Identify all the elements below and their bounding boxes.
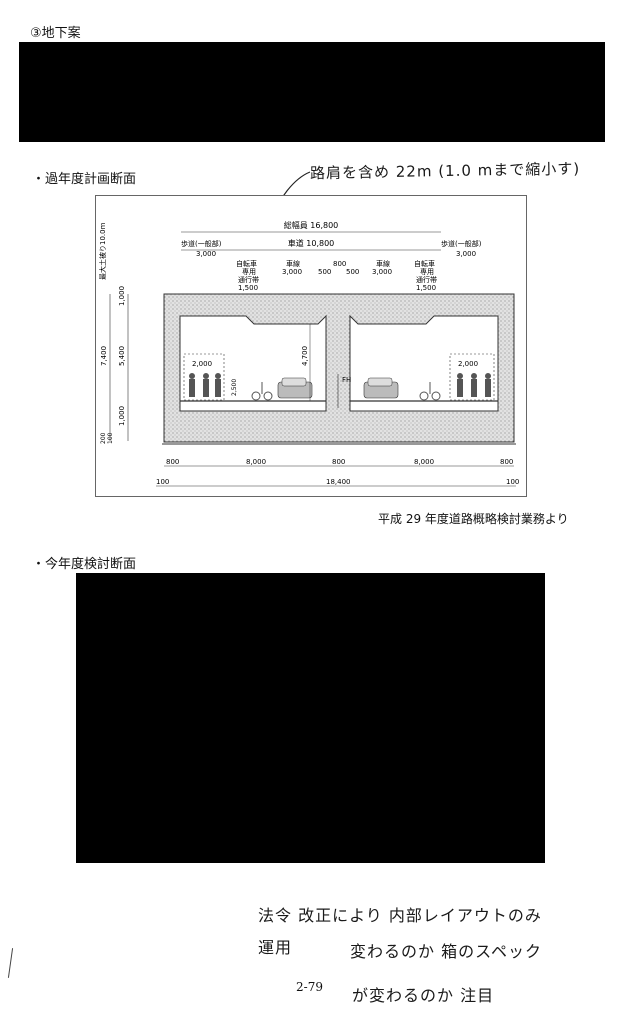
bottom-left-wall: 800 xyxy=(166,458,179,466)
sidewalk-left-label: 歩道(一般部) xyxy=(181,239,222,248)
source-caption: 平成 29 年度道路概略検討業務より xyxy=(378,512,569,526)
walk-height-left: 2,000 xyxy=(192,360,212,368)
handwritten-note-line1: 法令 改正により 内部レイアウトのみ xyxy=(258,906,542,925)
dim-base2: 100 xyxy=(107,432,114,444)
total-width-label: 総幅員 16,800 xyxy=(284,220,339,230)
lane-right-label: 車線 xyxy=(376,259,390,268)
bottom-right-wall: 800 xyxy=(500,458,513,466)
current-section-label: ・今年度検討断面 xyxy=(32,557,137,572)
bottom-center-wall: 800 xyxy=(332,458,345,466)
bottom-right-cell: 8,000 xyxy=(414,458,434,466)
inner-height: 4,700 xyxy=(301,346,309,366)
walk-height-right: 2,000 xyxy=(458,360,478,368)
car-left xyxy=(277,377,313,399)
cross-section-svg: 総幅員 16,800 車道 10,800 歩道(一般部) 3,000 歩道(一般… xyxy=(98,220,519,487)
dim-top: 1,000 xyxy=(118,286,126,306)
redacted-block-top xyxy=(19,42,605,142)
lane-left-label: 車線 xyxy=(286,259,300,268)
past-section-label: ・過年度計画断面 xyxy=(32,172,137,187)
roadway-label: 車道 10,800 xyxy=(288,238,335,248)
bike-left-value: 1,500 xyxy=(238,284,258,292)
bike-right-sub2: 通行帯 xyxy=(416,275,437,284)
sidewalk-right-value: 3,000 xyxy=(456,250,476,258)
handwritten-note-line2: 変わるのか 箱のスペック xyxy=(350,942,542,961)
bottom-right-edge: 100 xyxy=(506,478,519,486)
median-value: 800 xyxy=(333,260,346,268)
lane-left-value: 3,000 xyxy=(282,268,302,276)
shoulder-left-value: 500 xyxy=(318,268,331,276)
shoulder-right-value: 500 xyxy=(346,268,359,276)
bike-right-value: 1,500 xyxy=(416,284,436,292)
section-heading: ③地下案 xyxy=(30,26,81,41)
dim-total: 7,400 xyxy=(100,346,108,366)
cyclist-right xyxy=(419,382,441,401)
right-sidewalk-envelope xyxy=(449,353,495,401)
dim-base: 200 xyxy=(100,432,107,444)
fh-label: FH xyxy=(342,376,351,384)
bike-left-sub2: 通行帯 xyxy=(238,275,259,284)
bottom-left-cell: 8,000 xyxy=(246,458,266,466)
redacted-block-diagram xyxy=(76,573,545,863)
page-number: 2-79 xyxy=(296,980,323,994)
bike-right-sub1: 専用 xyxy=(420,267,434,276)
left-sidewalk-envelope xyxy=(183,353,225,401)
handwritten-note-line2-prefix: 運用 xyxy=(258,938,293,957)
bike-left-label: 自転車 xyxy=(236,259,257,268)
dim-bottom: 1,000 xyxy=(118,406,126,426)
handwritten-note-top: 路肩を含め 22m (1.0 mまで縮小す) xyxy=(309,159,581,183)
pedestrian-figures-left xyxy=(189,373,221,397)
bottom-left-edge: 100 xyxy=(156,478,169,486)
bike-left-sub1: 専用 xyxy=(242,267,256,276)
lane-right-value: 3,000 xyxy=(372,268,392,276)
sidewalk-left-value: 3,000 xyxy=(196,250,216,258)
margin-mark xyxy=(7,948,14,978)
handwritten-note-line3: が変わるのか 注目 xyxy=(352,986,495,1005)
small-height: 2,500 xyxy=(231,379,238,396)
cross-section-diagram: 総幅員 16,800 車道 10,800 歩道(一般部) 3,000 歩道(一般… xyxy=(95,195,527,497)
bike-right-label: 自転車 xyxy=(414,259,435,268)
sidewalk-right-label: 歩道(一般部) xyxy=(441,239,482,248)
car-right xyxy=(363,377,399,399)
dim-mid: 5,400 xyxy=(118,346,126,366)
overburden-label: 最大土被り10.0m xyxy=(98,222,107,280)
cyclist-left xyxy=(251,382,273,401)
pedestrian-figures-right xyxy=(457,373,491,397)
bottom-total: 18,400 xyxy=(326,478,351,486)
